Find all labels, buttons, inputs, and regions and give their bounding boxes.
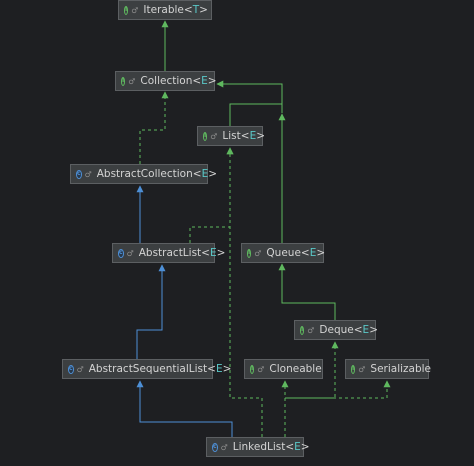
abstract-class-icon: c — [118, 248, 124, 258]
node-abstractlist[interactable]: c ♂ AbstractList<E> — [112, 243, 225, 263]
male-symbol-icon: ♂ — [307, 325, 315, 335]
male-symbol-icon: ♂ — [128, 76, 136, 86]
node-label: AbstractList — [138, 247, 202, 259]
male-symbol-icon: ♂ — [76, 364, 84, 374]
node-label: LinkedList — [232, 441, 286, 453]
node-label: Collection — [140, 75, 193, 87]
male-symbol-icon: ♂ — [131, 5, 139, 15]
node-collection[interactable]: I ♂ Collection<E> — [115, 71, 217, 91]
interface-icon: I — [300, 325, 305, 335]
node-label: AbstractSequentialList — [88, 363, 208, 375]
interface-icon: I — [121, 76, 126, 86]
node-cloneable[interactable]: I ♂ Cloneable — [244, 359, 323, 379]
node-label: Deque — [319, 324, 354, 336]
abstract-class-icon: c — [68, 364, 74, 374]
node-deque[interactable]: I ♂ Deque<E> — [294, 320, 378, 340]
male-symbol-icon: ♂ — [220, 442, 228, 452]
type-param: E — [215, 363, 223, 375]
edge-abstractsequentiallist-abstractlist — [136, 264, 166, 359]
edge-linkedlist-serializable — [285, 380, 391, 399]
edge-abstractlist-list — [189, 147, 234, 243]
type-param: E — [201, 168, 209, 180]
node-linkedlist[interactable]: c ♂ LinkedList<E> — [206, 437, 310, 457]
node-list[interactable]: I ♂ List<E> — [197, 126, 265, 146]
male-symbol-icon: ♂ — [84, 169, 92, 179]
node-label: Serializable — [370, 363, 432, 375]
interface-icon: I — [247, 248, 252, 258]
node-label: Cloneable — [269, 363, 322, 375]
edge-linkedlist-abstractsequentiallist — [136, 380, 233, 437]
interface-icon: I — [351, 364, 356, 374]
node-iterable[interactable]: I ♂ Iterable<T> — [118, 0, 212, 20]
edge-linkedlist-deque — [284, 341, 339, 437]
node-label: Iterable — [143, 4, 184, 16]
type-param: E — [209, 247, 217, 259]
type-param: T — [192, 4, 200, 16]
male-symbol-icon: ♂ — [210, 131, 218, 141]
male-symbol-icon: ♂ — [126, 248, 134, 258]
type-param: E — [362, 324, 370, 336]
type-param: E — [201, 75, 208, 87]
interface-icon: I — [124, 5, 129, 15]
type-param: E — [249, 130, 257, 142]
interface-icon: I — [203, 131, 208, 141]
type-param: E — [309, 247, 317, 259]
class-icon: c — [212, 442, 218, 452]
node-label: AbstractCollection — [96, 168, 193, 180]
node-abstractcollection[interactable]: c ♂ AbstractCollection<E> — [70, 164, 217, 184]
node-label: Queue — [266, 247, 301, 259]
edge-deque-queue — [278, 263, 336, 320]
edge-list-collection — [216, 80, 283, 126]
male-symbol-icon: ♂ — [254, 248, 262, 258]
interface-icon: I — [250, 364, 255, 374]
node-serializable[interactable]: I ♂ Serializable — [345, 359, 432, 379]
node-label: List — [222, 130, 241, 142]
male-symbol-icon: ♂ — [358, 364, 366, 374]
edge-linkedlist-list — [226, 147, 263, 437]
abstract-class-icon: c — [76, 169, 82, 179]
node-abstractsequentiallist[interactable]: c ♂ AbstractSequentialList<E> — [62, 359, 231, 379]
type-param: E — [294, 441, 301, 453]
node-queue[interactable]: I ♂ Queue<E> — [241, 243, 325, 263]
male-symbol-icon: ♂ — [257, 364, 265, 374]
edge-abstractcollection-collection — [139, 91, 169, 164]
